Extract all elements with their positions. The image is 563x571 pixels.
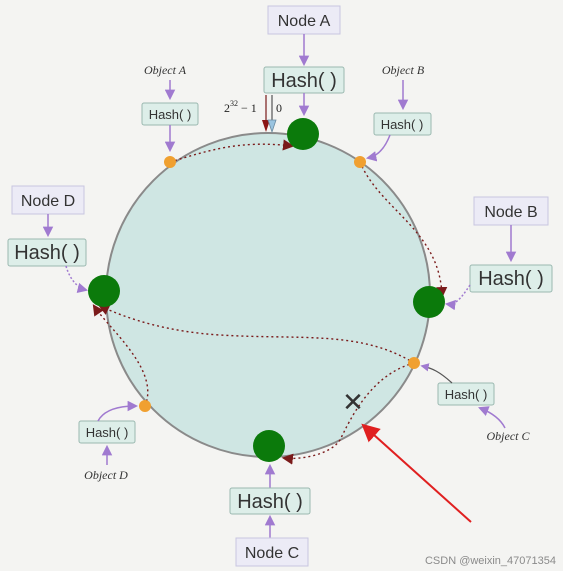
removed-node-marker: ✕ bbox=[342, 388, 364, 418]
node-c-hash: Hash( ) bbox=[237, 491, 303, 513]
object-c-hash: Hash( ) bbox=[445, 387, 488, 402]
object-d-group: Hash( ) Object D bbox=[78, 400, 139, 482]
node-d-hash: Hash( ) bbox=[14, 242, 80, 264]
node-d-group: Node D Hash( ) bbox=[7, 185, 89, 294]
object-a-group: Object A Hash( ) bbox=[141, 63, 199, 153]
node-d-point bbox=[88, 275, 120, 307]
object-a-hash: Hash( ) bbox=[149, 107, 192, 122]
object-d-hash: Hash( ) bbox=[86, 425, 129, 440]
node-a-hash: Hash( ) bbox=[271, 70, 337, 92]
node-b-group: Node B Hash( ) bbox=[444, 196, 553, 311]
node-c-point bbox=[253, 430, 285, 462]
object-d-point bbox=[139, 400, 151, 412]
object-a-point bbox=[164, 156, 176, 168]
object-b-point bbox=[354, 156, 366, 168]
hash-ring bbox=[105, 132, 431, 458]
node-c-label: Node C bbox=[245, 545, 299, 562]
object-c-path bbox=[97, 304, 415, 364]
node-b-label: Node B bbox=[484, 204, 537, 221]
ring-zero-label: 0 bbox=[276, 101, 282, 115]
object-b-hash: Hash( ) bbox=[381, 117, 424, 132]
watermark: CSDN @weixin_47071354 bbox=[425, 555, 556, 567]
node-a-point bbox=[287, 118, 319, 150]
node-b-point bbox=[413, 286, 445, 318]
object-c-old-path bbox=[281, 362, 415, 465]
object-a-label: Object A bbox=[144, 63, 187, 77]
node-a-label: Node A bbox=[278, 13, 331, 30]
ring-max-label: 232− 1 bbox=[224, 99, 257, 115]
node-b-hash: Hash( ) bbox=[478, 268, 544, 290]
object-d-label: Object D bbox=[84, 468, 128, 482]
object-b-label: Object B bbox=[382, 63, 425, 77]
node-a-group: Node A Hash( ) bbox=[263, 5, 345, 117]
node-d-label: Node D bbox=[21, 193, 75, 210]
object-c-point bbox=[408, 357, 420, 369]
red-pointer-arrow bbox=[361, 423, 472, 523]
object-b-group: Object B Hash( ) bbox=[365, 63, 432, 162]
object-d-path bbox=[92, 304, 149, 407]
ring-origin-marker: 232− 1 0 bbox=[224, 95, 282, 134]
object-c-label: Object C bbox=[487, 429, 531, 443]
node-c-group: Hash( ) Node C bbox=[229, 463, 311, 567]
object-c-group: Hash( ) Object C bbox=[420, 363, 531, 443]
